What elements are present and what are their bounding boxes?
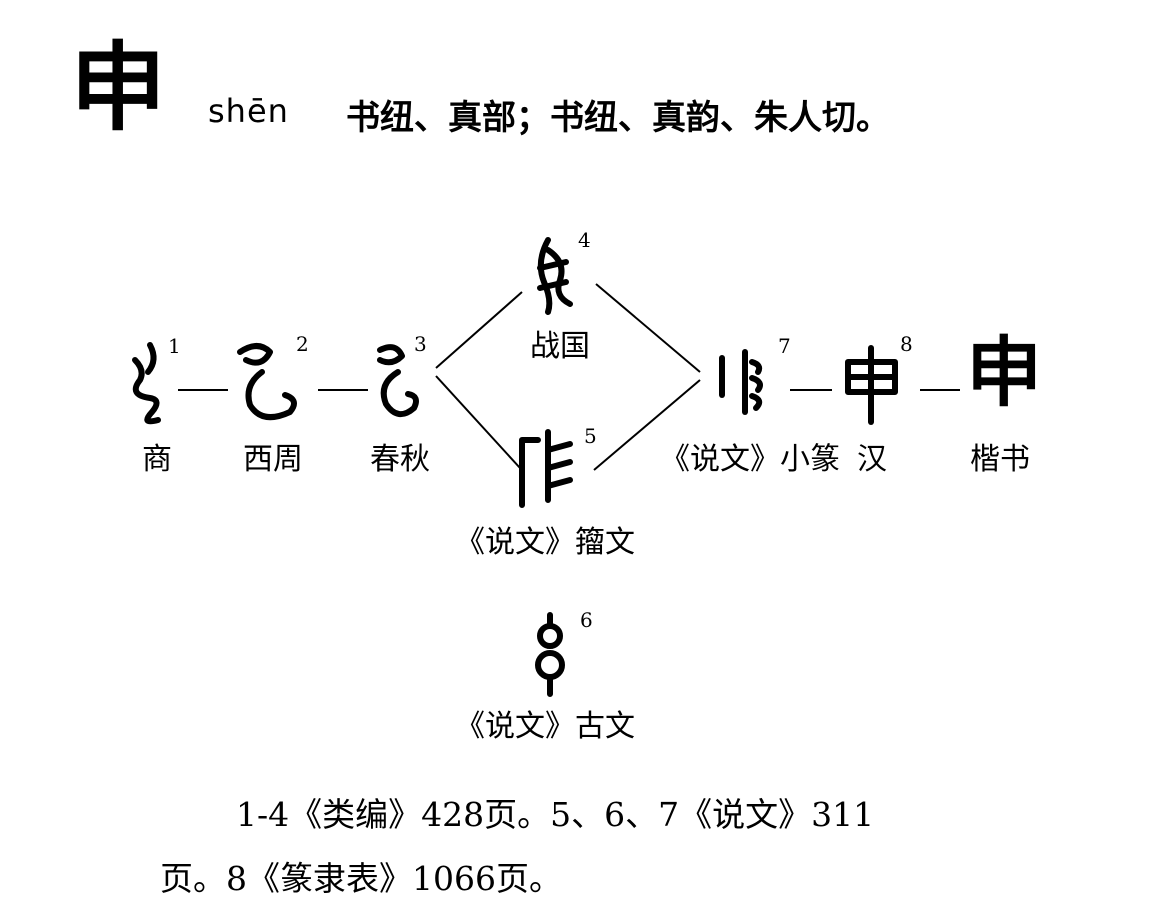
form-label-shang: 商: [142, 442, 172, 477]
branch-4-7: [595, 283, 701, 373]
shuowen-guwen-shen-glyph: [535, 612, 565, 697]
form-number-6: 6: [580, 608, 593, 632]
source-note-line-2: 页。8《篆隶表》1066页。: [160, 859, 562, 898]
branch-3-5: [435, 375, 521, 469]
form-label-guwen: 《说文》古文: [455, 709, 635, 744]
shuowen-small-seal-shen-glyph: [719, 349, 763, 415]
warring-states-shen-glyph: [537, 237, 573, 315]
phonetic-reading: 书纽、真部；书纽、真韵、朱人切。: [346, 98, 890, 138]
form-number-8: 8: [900, 332, 913, 356]
form-label-han: 汉: [857, 442, 887, 477]
form-number-3: 3: [414, 332, 427, 356]
form-number-2: 2: [296, 332, 309, 356]
shuowen-zhouwen-shen-glyph: [519, 429, 573, 508]
form-label-western-zhou: 西周: [243, 442, 303, 477]
pinyin: shēn: [208, 92, 289, 130]
form-number-5: 5: [584, 424, 597, 448]
han-clerical-shen-glyph: [845, 345, 898, 425]
form-label-spring-autumn: 春秋: [370, 442, 430, 477]
form-label-warring-states: 战国: [530, 329, 590, 364]
form-number-4: 4: [578, 228, 591, 252]
branch-5-7: [593, 379, 701, 471]
form-label-small-seal: 《说文》小篆: [660, 442, 840, 477]
western-zhou-bronze-shen-glyph: [237, 343, 297, 421]
branch-3-4: [435, 291, 523, 369]
form-number-7: 7: [778, 334, 791, 358]
head-character: 申: [70, 32, 166, 144]
form-label-regular-script: 楷书: [970, 442, 1030, 477]
form-number-1: 1: [168, 334, 181, 358]
form-label-zhouwen: 《说文》籀文: [455, 525, 635, 560]
shang-bone-script-shen-glyph: [132, 342, 161, 425]
regular-script-shen-glyph: 申: [966, 328, 1042, 417]
source-note-line-1: 1-4《类编》428页。5、6、7《说文》311: [236, 795, 875, 834]
spring-autumn-shen-glyph: [377, 344, 419, 417]
